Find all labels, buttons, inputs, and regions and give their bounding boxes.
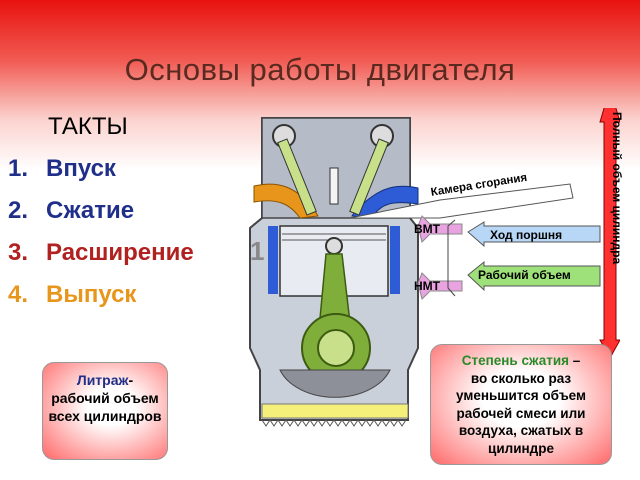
displacement-term: Литраж (76, 372, 129, 388)
oil-sump (261, 403, 409, 419)
cylinder-wall-left (268, 226, 278, 294)
compression-term: Степень сжатия (461, 353, 569, 368)
tdc-arrow (417, 215, 463, 243)
stroke-item-intake: 1.Впуск (8, 155, 116, 182)
full-volume-label: Полный объем цилиндра (610, 112, 624, 265)
displacement-definition: рабочий объем всех цилиндров (48, 390, 162, 425)
working-volume-label: Рабочий объем (478, 268, 571, 282)
working-volume-arrow (467, 260, 601, 292)
exhaust-valve (349, 138, 389, 216)
intake-port (253, 183, 319, 219)
compression-definition: во сколько раз уменьшится объем рабочей … (456, 370, 586, 456)
stroke-item-compression: 2.Сжатие (8, 197, 135, 224)
stroke-item-exhaust: 4.Выпуск (8, 281, 137, 308)
stroke-number-indicator: 1 (250, 236, 265, 266)
piston-pin (325, 237, 343, 255)
cylinder-wall-right (390, 226, 400, 294)
stroke-bracket (447, 219, 456, 297)
piston-stroke-arrow (467, 221, 601, 248)
combustion-chamber-callout (349, 183, 574, 219)
oil-pan-ridges (261, 419, 407, 427)
tdc-label: ВМТ (414, 222, 440, 236)
stroke-item-expansion: 3.Расширение (8, 239, 194, 266)
strokes-heading: ТАКТЫ (48, 113, 128, 140)
spark-plug (329, 167, 339, 205)
piston-stroke-label: Ход поршня (490, 228, 563, 242)
displacement-definition-box: Литраж- рабочий объем всех цилиндров (42, 362, 168, 460)
intake-valve (277, 138, 317, 216)
engine-diagram (249, 108, 620, 427)
compression-ratio-definition-box: Степень сжатия – во сколько раз уменьшит… (430, 344, 612, 465)
bdc-label: НМТ (414, 279, 440, 293)
slide-title: Основы работы двигателя (124, 52, 516, 87)
exhaust-port (351, 185, 419, 219)
counterweight (279, 369, 391, 398)
bdc-arrow (417, 272, 463, 300)
